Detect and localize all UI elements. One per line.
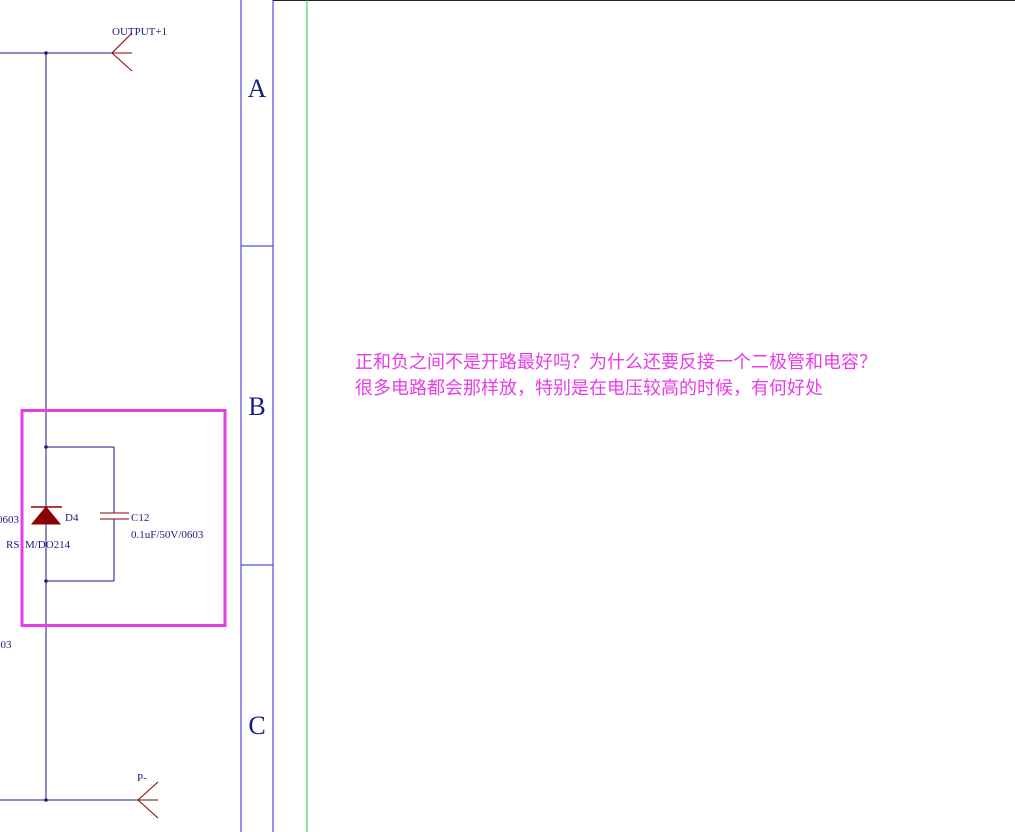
drawing-frame [240,0,1015,832]
diode-d4-symbol[interactable] [30,506,62,525]
partial-label-upper: 0603 [0,514,20,526]
ground-net-port[interactable] [137,781,159,819]
capacitor-value-label: 0.1uF/50V/0603 [131,529,204,541]
highlight-box [20,409,227,627]
output-net-label: OUTPUT+1 [112,26,167,38]
output-net-port[interactable] [111,32,133,72]
ground-net-label: P- [137,772,147,784]
zone-label-a: A [248,74,267,103]
partial-label-lower: 603 [0,639,12,651]
annotation-text: 正和负之间不是开路最好吗？为什么还要反接一个二极管和电容？ 很多电路都会那样放，… [355,350,1005,402]
capacitor-designator: C12 [131,512,149,524]
diode-part-label: RS1M/DO214 [6,539,71,551]
zone-label-b: B [248,392,265,421]
zone-label-c: C [248,711,265,740]
junction-dots [44,51,48,802]
capacitor-c12-symbol[interactable] [100,512,129,520]
annotation-line-2: 很多电路都会那样放，特别是在电压较高的时候，有何好处 [355,378,823,399]
diode-designator: D4 [65,512,79,524]
wires [0,52,138,801]
annotation-line-1: 正和负之间不是开路最好吗？为什么还要反接一个二极管和电容？ [355,352,877,373]
